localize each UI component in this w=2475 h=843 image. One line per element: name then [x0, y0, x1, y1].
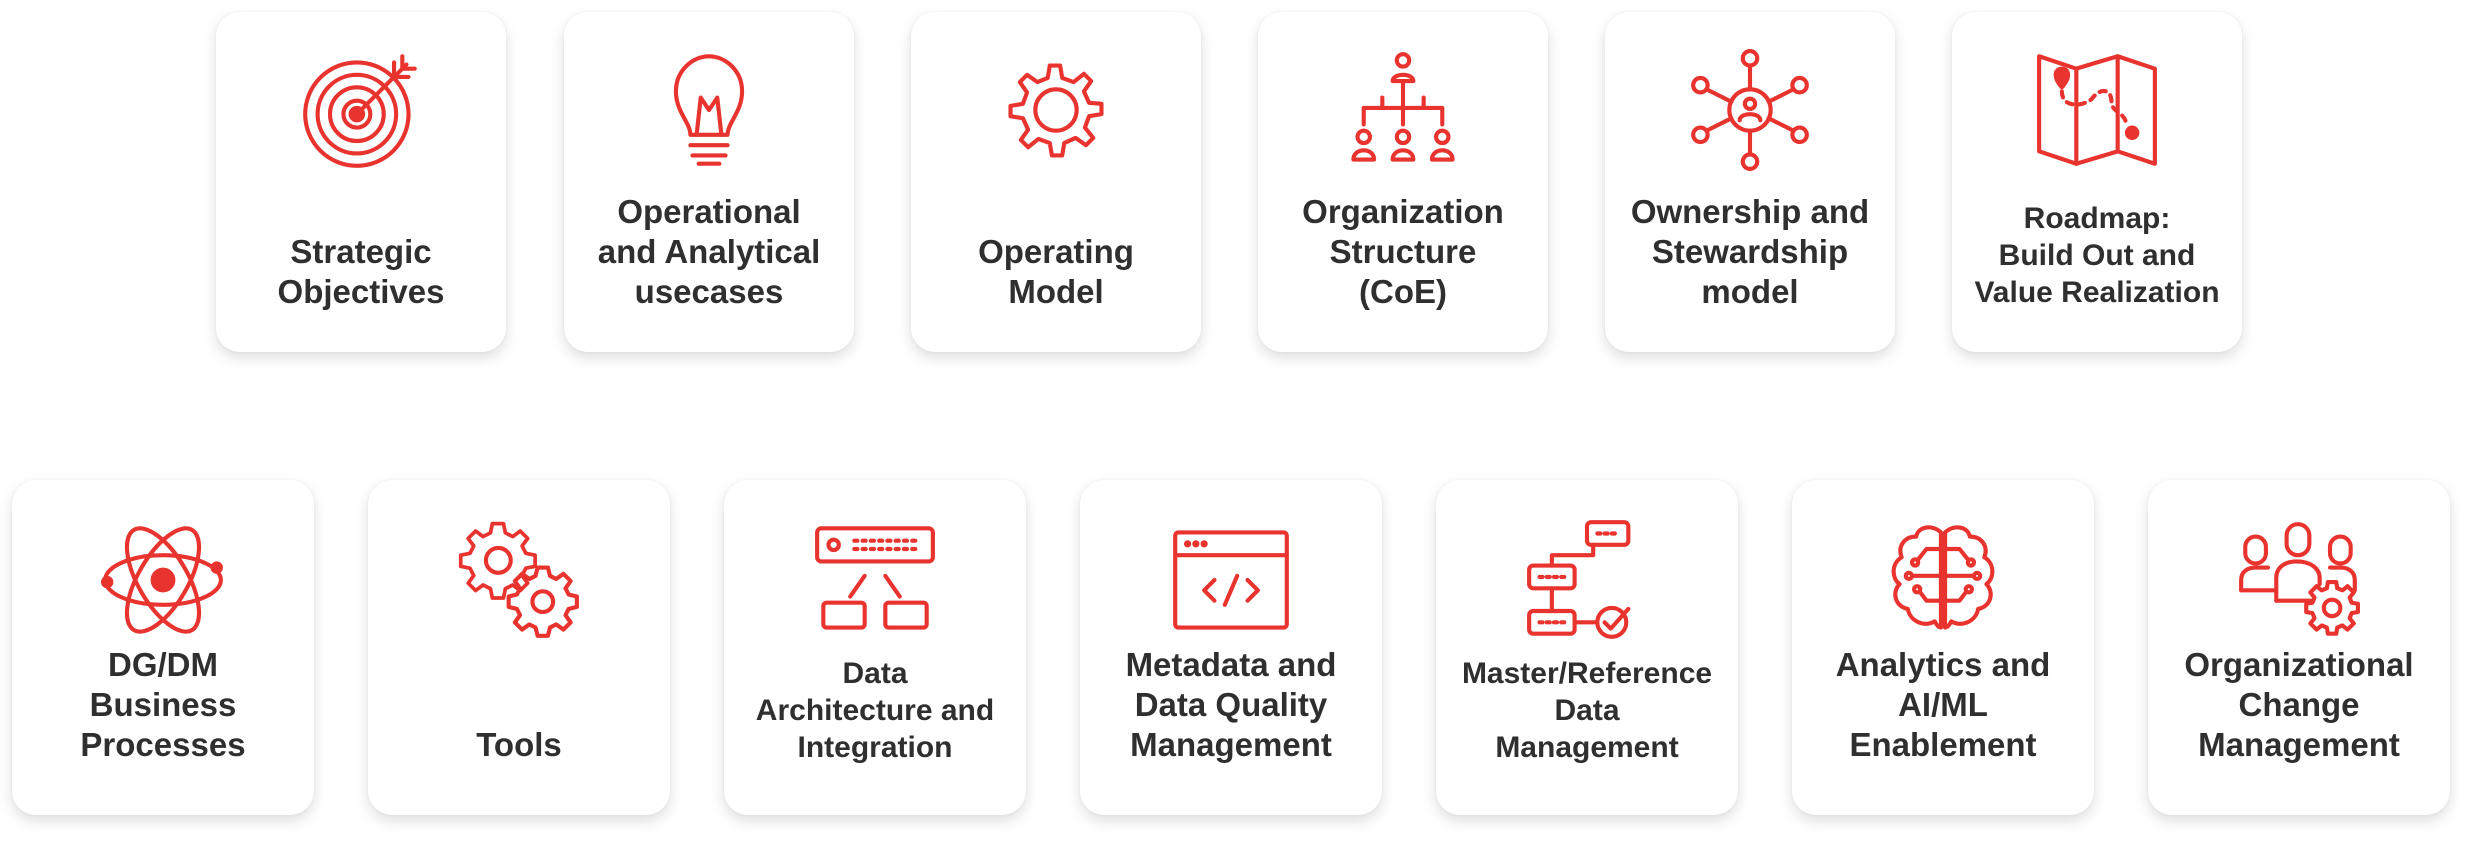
card-organization-structure: Organization Structure (CoE) — [1258, 12, 1548, 352]
lightbulb-icon — [647, 48, 771, 172]
card-label: Operating Model — [978, 233, 1134, 310]
card-operational-analytical-usecases: Operational and Analytical usecases — [564, 12, 854, 352]
card-ownership-stewardship: Ownership and Stewardship model — [1605, 12, 1895, 352]
card-label: Master/Reference Data Management — [1461, 657, 1713, 764]
card-label: Organization Structure (CoE) — [1302, 193, 1504, 310]
card-roadmap: Roadmap: Build Out and Value Realization — [1952, 12, 2242, 352]
team-gear-icon — [2237, 518, 2361, 642]
code-window-icon — [1169, 518, 1293, 642]
card-label: Organizational Change Management — [2184, 646, 2414, 763]
target-icon — [299, 48, 423, 172]
card-analytics-ai-ml: Analytics and AI/ML Enablement — [1792, 480, 2094, 815]
card-label: Analytics and AI/ML Enablement — [1835, 646, 2051, 763]
card-master-reference-data: Master/Reference Data Management — [1436, 480, 1738, 815]
atom-icon — [101, 518, 225, 642]
card-label: Ownership and Stewardship model — [1630, 193, 1870, 310]
card-label: Operational and Analytical usecases — [597, 193, 821, 310]
map-icon — [2035, 48, 2159, 172]
card-label: DG/DM Business Processes — [80, 646, 246, 763]
server-icon — [813, 518, 937, 642]
card-label: Tools — [476, 726, 562, 763]
gears-icon — [457, 518, 581, 642]
org-chart-icon — [1341, 48, 1465, 172]
card-data-architecture-integration: Data Architecture and Integration — [724, 480, 1026, 815]
card-label: Strategic Objectives — [277, 233, 445, 310]
card-strategic-objectives: Strategic Objectives — [216, 12, 506, 352]
card-tools: Tools — [368, 480, 670, 815]
card-dg-dm-business-processes: DG/DM Business Processes — [12, 480, 314, 815]
card-label: Metadata and Data Quality Management — [1125, 646, 1337, 763]
ai-brain-icon — [1881, 518, 2005, 642]
card-label: Data Architecture and Integration — [755, 657, 995, 764]
card-operating-model: Operating Model — [911, 12, 1201, 352]
card-organizational-change: Organizational Change Management — [2148, 480, 2450, 815]
card-label: Roadmap: Build Out and Value Realization — [1974, 202, 2220, 309]
network-person-icon — [1688, 48, 1812, 172]
card-metadata-data-quality: Metadata and Data Quality Management — [1080, 480, 1382, 815]
gear-icon — [994, 48, 1118, 172]
workflow-icon — [1525, 518, 1649, 642]
